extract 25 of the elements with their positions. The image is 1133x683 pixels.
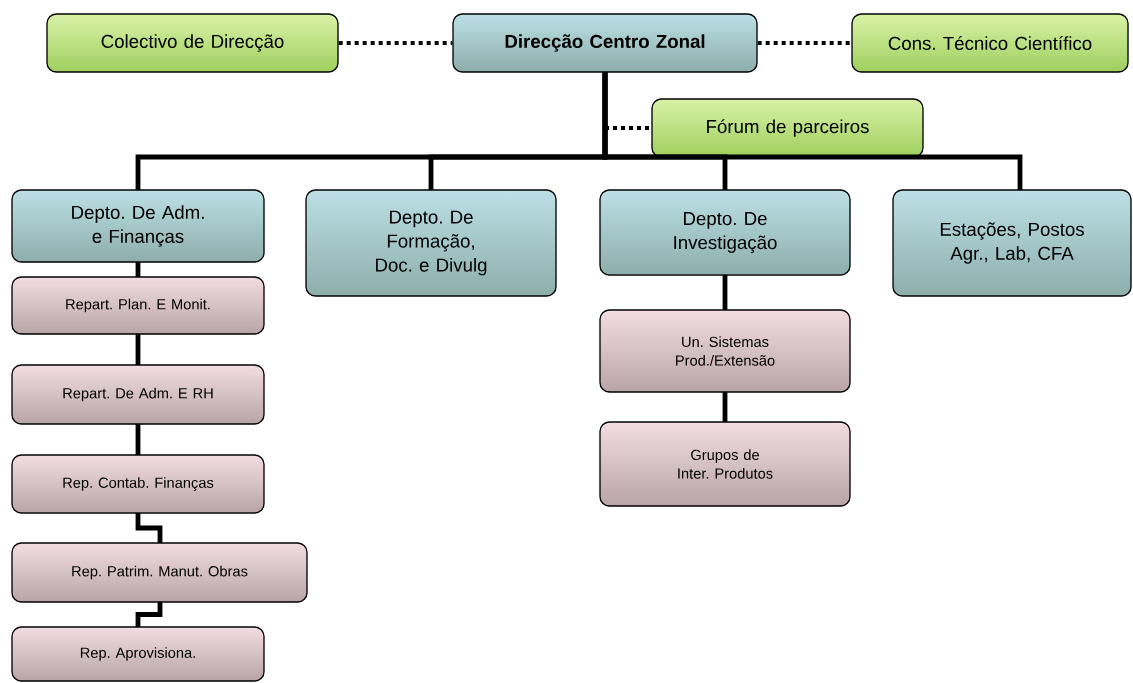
org-box: Repart. Plan. E Monit. [11,276,265,335]
connector-line [135,513,163,543]
connector-line [722,275,728,310]
org-box: Rep. Aprovisiona. [11,626,265,682]
org-box: Colectivo de Direcção [46,13,339,73]
org-box: Depto. De Investigação [599,189,851,276]
org-box: Un. Sistemas Prod./Extensão [599,309,851,393]
org-box: Repart. De Adm. E RH [11,364,265,425]
org-box: Cons. Técnico Científico [851,13,1129,73]
connector-line [602,72,1023,190]
org-box: Estações, Postos Agr., Lab, CFA [892,189,1132,297]
connector-line [338,41,453,45]
connector-line [135,334,141,365]
connector-line [135,262,141,277]
org-box: Depto. De Adm. e Finanças [11,189,265,263]
org-box: Rep. Contab. Finanças [11,454,265,514]
connector-line [722,392,728,422]
connector-line [135,602,163,627]
connector-line [757,41,852,45]
org-box: Rep. Patrim. Manut. Obras [11,542,308,603]
org-box: Fórum de parceiros [651,98,924,158]
org-box: Depto. De Formação, Doc. e Divulg [305,189,557,297]
connector-line [135,424,141,455]
org-box: Grupos de Inter. Produtos [599,421,851,507]
org-box: Direcção Centro Zonal [452,13,758,73]
